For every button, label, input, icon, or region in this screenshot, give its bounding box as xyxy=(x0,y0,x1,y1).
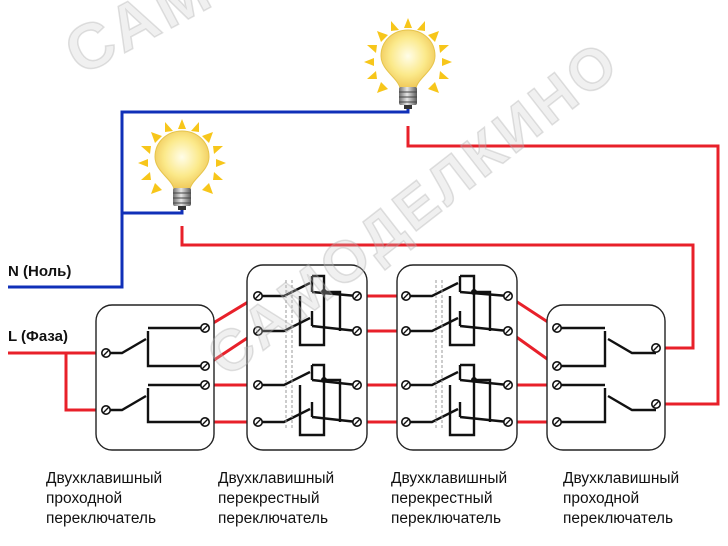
caption-switch-1: Двухклавишный проходной переключатель xyxy=(46,469,162,529)
caption-line: переключатель xyxy=(218,510,329,527)
caption-switch-4: Двухклавишный проходной переключатель xyxy=(563,469,679,529)
switch-box-1 xyxy=(95,304,215,451)
caption-line: перекрестный xyxy=(218,490,320,507)
caption-line: переключатель xyxy=(391,510,502,527)
caption-line: Двухклавишный xyxy=(391,470,508,487)
caption-line: перекрестный xyxy=(391,490,493,507)
caption-line: Двухклавишный xyxy=(218,470,335,487)
light-bulb-icon xyxy=(363,17,453,110)
caption-line: переключатель xyxy=(46,510,157,527)
caption-switch-2: Двухклавишный перекрестный переключатель xyxy=(218,469,334,529)
switch-box-4 xyxy=(546,304,666,451)
caption-switch-3: Двухклавишный перекрестный переключатель xyxy=(391,469,507,529)
neutral-wire xyxy=(8,104,410,289)
caption-line: переключатель xyxy=(563,510,674,527)
switch-box-2 xyxy=(246,264,368,451)
caption-line: Двухклавишный xyxy=(46,470,163,487)
light-bulb-icon xyxy=(137,118,227,211)
caption-line: проходной xyxy=(563,490,640,507)
caption-line: Двухклавишный xyxy=(563,470,680,487)
switch-box-3 xyxy=(396,264,518,451)
caption-line: проходной xyxy=(46,490,123,507)
neutral-label: N (Ноль) xyxy=(8,263,72,280)
phase-label: L (Фаза) xyxy=(8,328,68,345)
